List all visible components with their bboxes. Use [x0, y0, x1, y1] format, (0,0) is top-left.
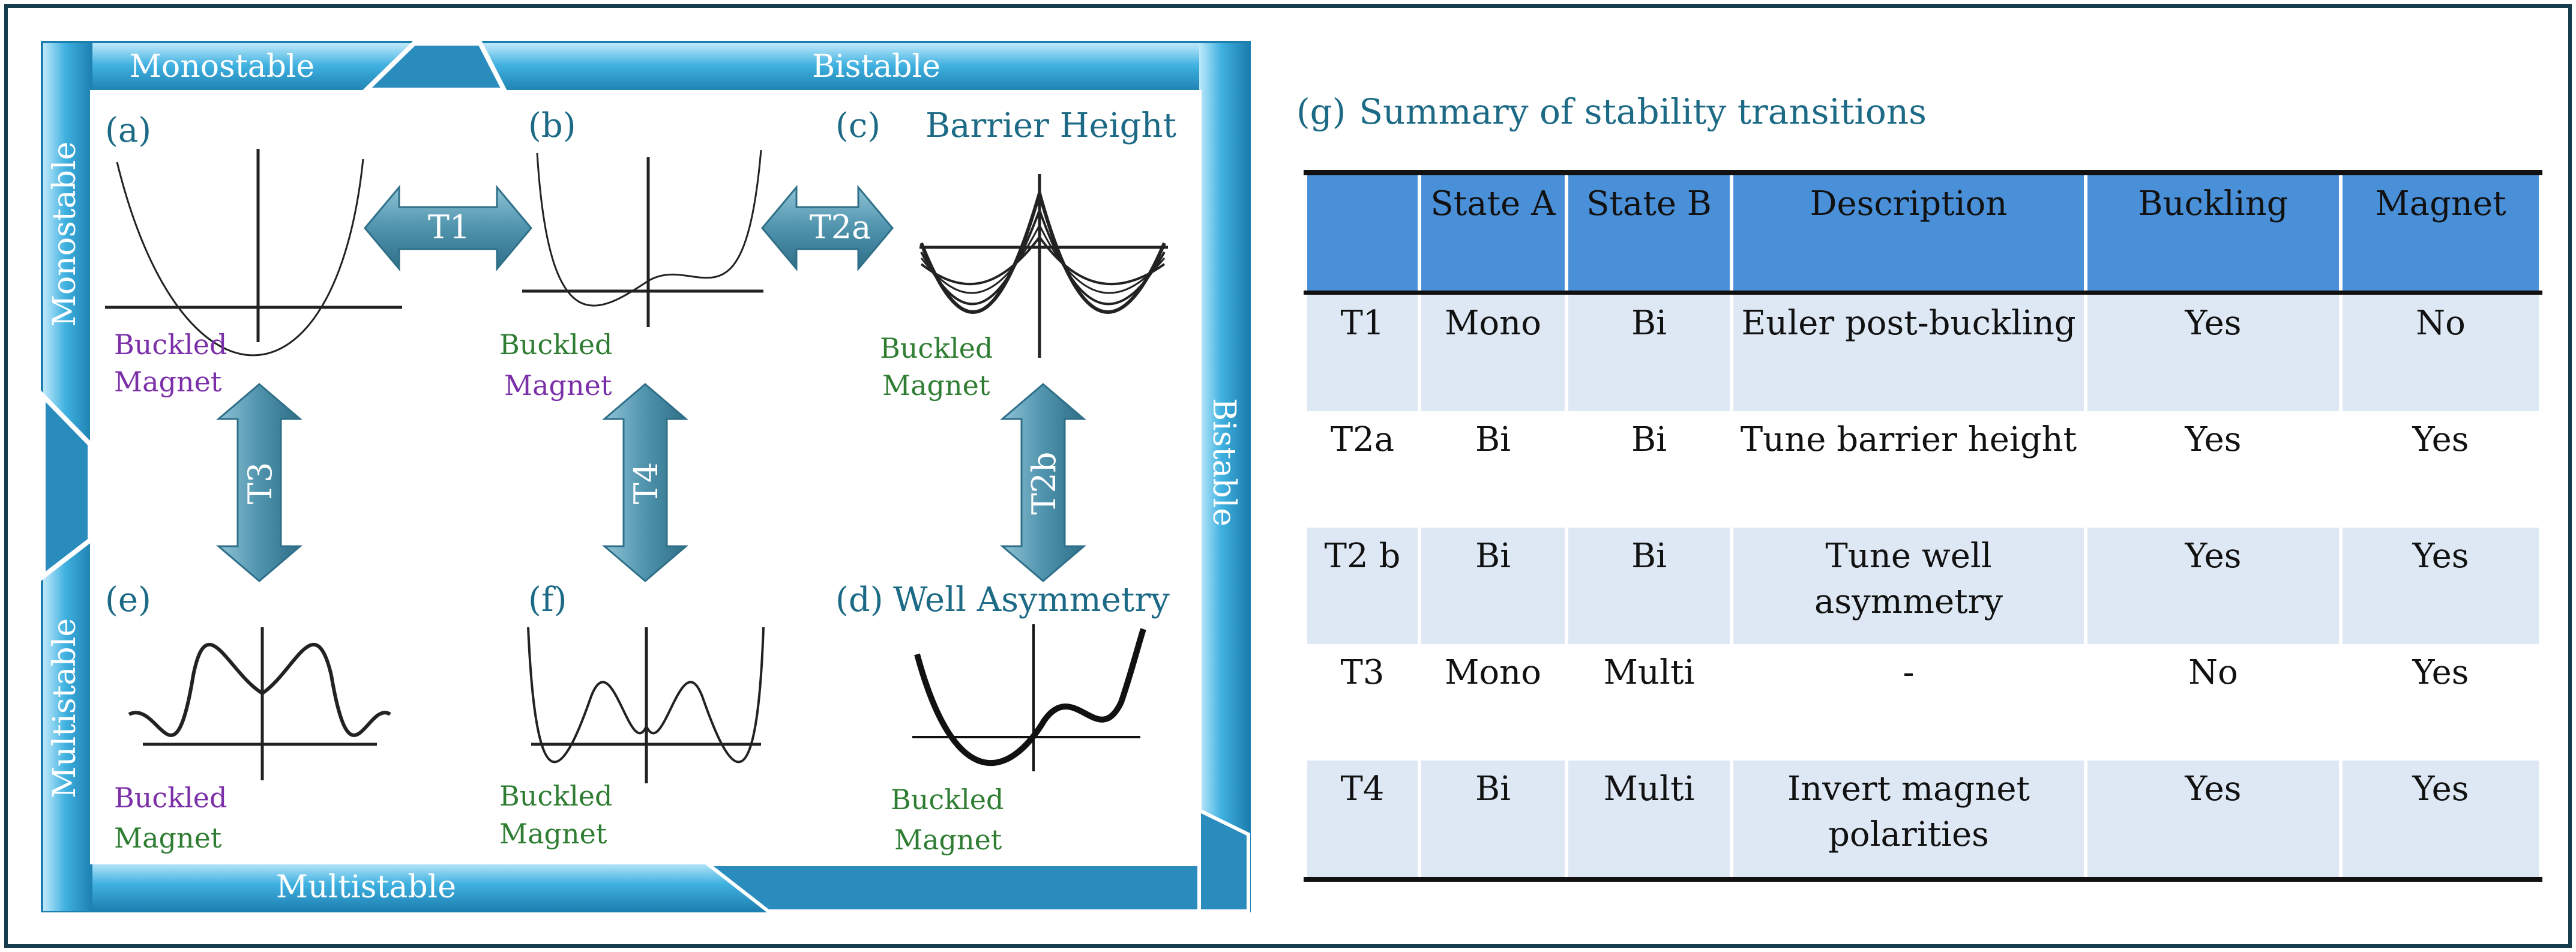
- table-row: T1 Mono Bi Euler post-buckling Yes No: [1304, 292, 2542, 411]
- arrow-t1: T1: [364, 184, 532, 272]
- panel-e-plot: [128, 627, 391, 780]
- panel-d-plot: [912, 624, 1146, 771]
- table-cell: Yes: [2339, 644, 2542, 761]
- table-cell: Tune barrier height: [1730, 411, 2087, 528]
- table-cell: Bi: [1565, 292, 1733, 411]
- table-cell: Yes: [2339, 761, 2542, 882]
- panel-d-letter: (d): [835, 580, 883, 619]
- table-cell: T4: [1304, 761, 1421, 882]
- table-header-cell: [1304, 172, 1421, 295]
- panel-a-buckled-label: Buckled: [114, 328, 227, 361]
- table-cell: Yes: [2084, 761, 2343, 882]
- table-header-cell: State A: [1418, 172, 1568, 295]
- table-cell: No: [2084, 644, 2343, 761]
- panel-d-magnet-label: Magnet: [894, 824, 1002, 856]
- table-cell: Bi: [1565, 528, 1733, 644]
- panel-b-buckled-label: Buckled: [499, 328, 612, 361]
- table-cell: No: [2339, 292, 2542, 411]
- table-title-text: Summary of stability transitions: [1359, 91, 1927, 132]
- table-cell: Yes: [2084, 292, 2343, 411]
- summary-table-wrap: State A State B Description Buckling Mag…: [1304, 170, 2542, 882]
- table-cell: Bi: [1418, 528, 1568, 644]
- table-cell: T3: [1304, 644, 1421, 761]
- table-cell: Bi: [1565, 411, 1733, 528]
- table-header-cell: Description: [1730, 172, 2087, 295]
- arrow-t3: T3: [215, 383, 303, 582]
- panel-b-magnet-label: Magnet: [504, 369, 612, 402]
- table-cell: Bi: [1418, 761, 1568, 882]
- outer-border: [4, 4, 2572, 948]
- panel-f-magnet-label: Magnet: [499, 818, 607, 850]
- panel-c-title: Barrier Height: [925, 106, 1177, 145]
- table-title: (g) Summary of stability transitions: [1296, 91, 1927, 132]
- panel-e-buckled-label: Buckled: [114, 782, 227, 814]
- table-cell: Mono: [1418, 644, 1568, 761]
- table-cell: -: [1730, 644, 2087, 761]
- arrow-t2b: T2b: [999, 383, 1087, 582]
- panel-f-letter: (f): [528, 580, 567, 619]
- table-cell: Multi: [1565, 761, 1733, 882]
- panel-c-letter: (c): [835, 106, 880, 145]
- table-row: T4 Bi Multi Invert magnet polarities Yes…: [1304, 761, 2542, 882]
- arrow-t2a: T2a: [761, 184, 894, 272]
- frame-label-left-top: Monostable: [47, 142, 83, 327]
- panel-c-plot: [919, 174, 1168, 358]
- summary-table: State A State B Description Buckling Mag…: [1304, 170, 2542, 882]
- table-cell: Yes: [2339, 528, 2542, 644]
- table-row: T3 Mono Multi - No Yes: [1304, 644, 2542, 761]
- table-cell: Euler post-buckling: [1730, 292, 2087, 411]
- panel-a-plot: [105, 149, 402, 357]
- table-cell: Yes: [2339, 411, 2542, 528]
- frame-label-top-left: Monostable: [130, 49, 315, 85]
- frame-label-right: Bistable: [1206, 398, 1242, 526]
- panel-e-letter: (e): [105, 580, 151, 619]
- table-cell: T2a: [1304, 411, 1421, 528]
- table-header-cell: State B: [1565, 172, 1733, 295]
- panel-b-letter: (b): [528, 106, 576, 145]
- arrow-t1-label: T1: [428, 208, 470, 246]
- table-cell: Yes: [2084, 411, 2343, 528]
- panel-f-buckled-label: Buckled: [499, 780, 612, 812]
- table-cell: Mono: [1418, 292, 1568, 411]
- panel-d-title: Well Asymmetry: [893, 580, 1170, 619]
- panel-d-buckled-label: Buckled: [891, 783, 1004, 816]
- table-cell: Yes: [2084, 528, 2343, 644]
- table-header-cell: Magnet: [2339, 172, 2542, 295]
- table-cell: T2 b: [1304, 528, 1421, 644]
- arrow-t2b-label: T2b: [1025, 452, 1063, 515]
- frame-label-left-bottom: Multistable: [47, 618, 83, 798]
- arrow-t4: T4: [601, 383, 689, 582]
- panel-a-magnet-label: Magnet: [114, 366, 222, 398]
- table-header-row: State A State B Description Buckling Mag…: [1304, 172, 2542, 295]
- panel-c-buckled-label: Buckled: [880, 332, 993, 364]
- table-cell: T1: [1304, 292, 1421, 411]
- frame-label-top-right: Bistable: [812, 49, 940, 85]
- panel-e-magnet-label: Magnet: [114, 822, 222, 854]
- table-letter: (g): [1296, 91, 1346, 132]
- panel-c-magnet-label: Magnet: [882, 369, 990, 402]
- arrow-t4-label: T4: [627, 462, 665, 504]
- panel-f-plot: [527, 627, 765, 783]
- arrow-t2a-label: T2a: [810, 208, 871, 246]
- arrow-t3-label: T3: [241, 462, 279, 504]
- table-cell: Bi: [1418, 411, 1568, 528]
- table-cell: Tune well asymmetry: [1730, 528, 2087, 644]
- panel-a-letter: (a): [105, 111, 151, 150]
- frame-label-bottom: Multistable: [276, 869, 456, 905]
- table-cell: Invert magnet polarities: [1730, 761, 2087, 882]
- table-cell: Multi: [1565, 644, 1733, 761]
- table-header-cell: Buckling: [2084, 172, 2343, 295]
- panel-b-plot: [522, 149, 763, 327]
- table-row: T2 b Bi Bi Tune well asymmetry Yes Yes: [1304, 528, 2542, 644]
- table-row: T2a Bi Bi Tune barrier height Yes Yes: [1304, 411, 2542, 528]
